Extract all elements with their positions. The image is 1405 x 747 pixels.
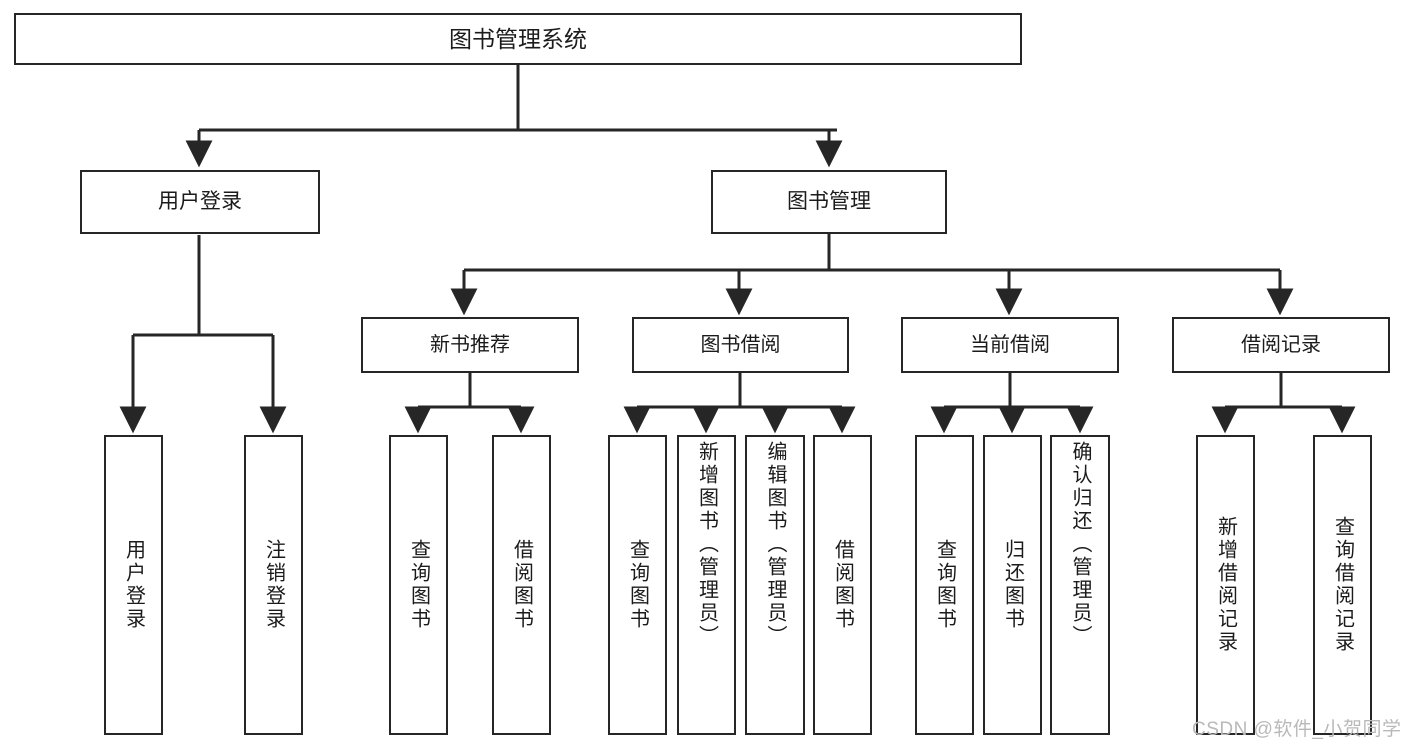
leaf-text-wrap: 确认归还（管理员） [1052,437,1108,737]
node-leaf-query-book-recommend[interactable]: 查询图书 [389,435,448,735]
node-book-borrow[interactable]: 图书借阅 [632,317,849,373]
node-leaf-query-borrow-record[interactable]: 查询借阅记录 [1313,435,1372,735]
leaf-text-wrap: 借阅图书 [815,437,870,733]
node-label: 借阅记录 [1241,333,1321,356]
node-leaf-confirm-return-admin[interactable]: 确认归还（管理员） [1050,435,1110,735]
node-book-management[interactable]: 图书管理 [711,170,947,234]
leaf-text-wrap: 新增借阅记录 [1198,437,1253,733]
node-leaf-add-borrow-record[interactable]: 新增借阅记录 [1196,435,1255,735]
node-new-book-recommend[interactable]: 新书推荐 [361,317,579,373]
node-label: 注销登录 [262,539,285,631]
node-label: 用户登录 [158,189,242,213]
node-label: 用户登录 [122,539,145,631]
node-label: 编辑图书（管理员） [764,441,786,648]
leaf-text-wrap: 注销登录 [246,437,301,733]
leaf-text-wrap: 查询图书 [391,437,446,733]
node-label: 确认归还（管理员） [1069,441,1091,648]
node-user-login[interactable]: 用户登录 [80,170,320,234]
node-label: 新增借阅记录 [1214,516,1237,654]
node-leaf-add-book-admin[interactable]: 新增图书（管理员） [677,435,736,735]
node-leaf-return-book[interactable]: 归还图书 [983,435,1042,735]
node-label: 当前借阅 [970,333,1050,356]
node-leaf-user-login[interactable]: 用户登录 [104,435,163,735]
node-label: 查询借阅记录 [1331,516,1354,654]
node-label: 图书管理 [787,189,871,213]
node-leaf-query-book-borrow[interactable]: 查询图书 [608,435,667,735]
node-label: 查询图书 [933,539,956,631]
node-label: 借阅图书 [831,539,854,631]
leaf-text-wrap: 新增图书（管理员） [679,437,734,737]
leaf-text-wrap: 查询图书 [610,437,665,733]
node-root-book-management-system[interactable]: 图书管理系统 [14,13,1022,65]
node-leaf-lend-book[interactable]: 借阅图书 [813,435,872,735]
leaf-text-wrap: 查询借阅记录 [1315,437,1370,733]
leaf-text-wrap: 用户登录 [106,437,161,733]
node-leaf-logout[interactable]: 注销登录 [244,435,303,735]
node-label: 借阅图书 [510,539,533,631]
leaf-text-wrap: 编辑图书（管理员） [747,437,803,737]
node-label: 图书管理系统 [449,25,587,52]
node-leaf-query-book-current[interactable]: 查询图书 [915,435,974,735]
leaf-text-wrap: 查询图书 [917,437,972,733]
node-borrow-record[interactable]: 借阅记录 [1172,317,1390,373]
node-label: 查询图书 [407,539,430,631]
csdn-watermark: CSDN @软件_小贺同学 [1192,719,1402,740]
leaf-text-wrap: 借阅图书 [494,437,549,733]
node-label: 图书借阅 [700,333,781,356]
node-leaf-edit-book-admin[interactable]: 编辑图书（管理员） [745,435,805,735]
node-label: 查询图书 [626,539,649,631]
node-current-borrow[interactable]: 当前借阅 [901,317,1119,373]
node-leaf-borrow-book-recommend[interactable]: 借阅图书 [492,435,551,735]
node-label: 新增图书（管理员） [695,441,718,648]
node-label: 新书推荐 [430,333,510,356]
node-label: 归还图书 [1001,539,1024,631]
leaf-text-wrap: 归还图书 [985,437,1040,733]
